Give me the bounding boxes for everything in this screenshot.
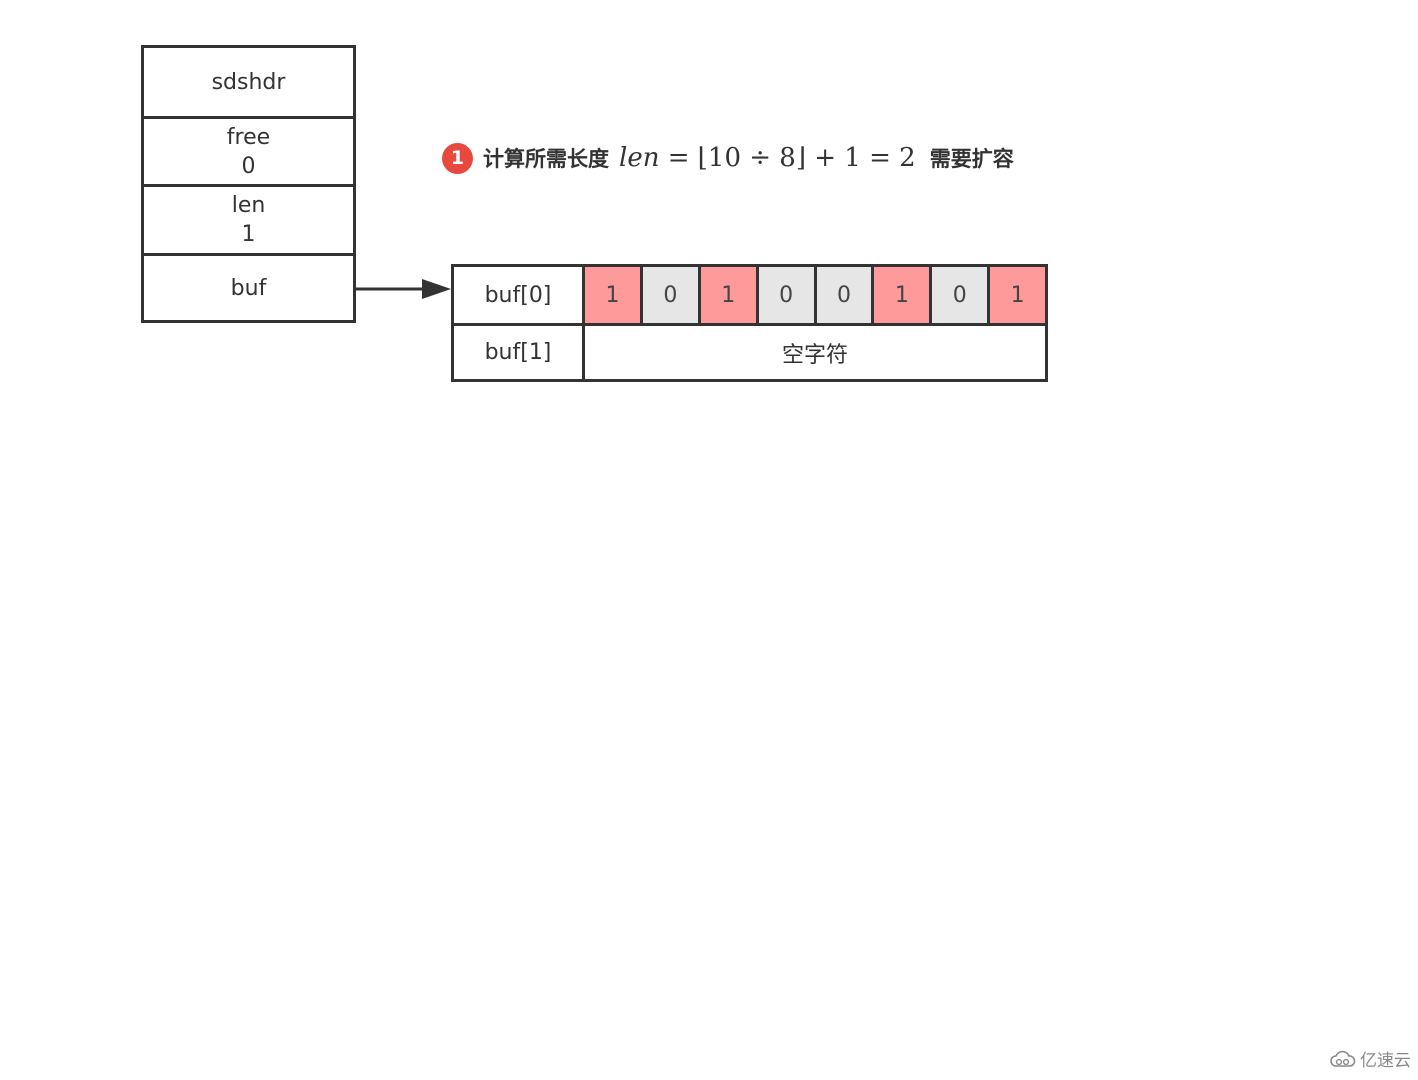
- bit-cell: 1: [700, 267, 759, 323]
- field-len-name: len: [231, 193, 266, 218]
- buffer-row-label: buf[0]: [454, 267, 585, 323]
- bit-cell: 1: [585, 267, 643, 323]
- cloud-logo-icon: [1330, 1050, 1356, 1067]
- field-buf-name: buf: [230, 275, 267, 301]
- field-buf: buf: [144, 253, 353, 320]
- bit-cell: 1: [990, 267, 1045, 323]
- field-free-value: 0: [241, 153, 256, 179]
- caption-text-before: 计算所需长度: [483, 147, 609, 171]
- field-len-value: 1: [241, 222, 256, 247]
- step-number-badge: 1: [442, 142, 473, 174]
- pointer-arrow-icon: [356, 279, 451, 299]
- formula-expression: = ⌊10 ÷ 8⌋ + 1 = 2: [659, 143, 916, 173]
- bit-cell: 1: [874, 267, 933, 323]
- buffer-table: buf[0] 1 0 1 0 0 1 0 1 buf[1] 空字符: [451, 264, 1048, 382]
- buffer-row-0: buf[0] 1 0 1 0 0 1 0 1: [454, 267, 1045, 323]
- buffer-row-label: buf[1]: [454, 326, 585, 379]
- sdshdr-struct: sdshdr free 0 len 1 buf: [141, 45, 356, 323]
- step-caption: 1 计算所需长度 len = ⌊10 ÷ 8⌋ + 1 = 2 需要扩容: [442, 138, 1014, 178]
- bit-cell: 0: [758, 267, 817, 323]
- caption-text-after: 需要扩容: [929, 147, 1014, 171]
- buffer-row-1: buf[1] 空字符: [454, 323, 1045, 379]
- bit-cell: 0: [642, 267, 701, 323]
- bit-cell: 0: [816, 267, 875, 323]
- length-formula: len = ⌊10 ÷ 8⌋ + 1 = 2: [619, 143, 916, 173]
- field-len: len 1: [144, 184, 353, 253]
- watermark-text: 亿速云: [1360, 1051, 1411, 1071]
- struct-title-label: sdshdr: [211, 69, 286, 95]
- bit-cell: 0: [932, 267, 991, 323]
- struct-title: sdshdr: [144, 48, 353, 116]
- field-free-name: free: [226, 124, 271, 150]
- watermark: 亿速云: [1330, 1046, 1411, 1071]
- null-char-cell: 空字符: [781, 342, 848, 368]
- formula-variable: len: [619, 143, 660, 173]
- field-free: free 0: [144, 116, 353, 184]
